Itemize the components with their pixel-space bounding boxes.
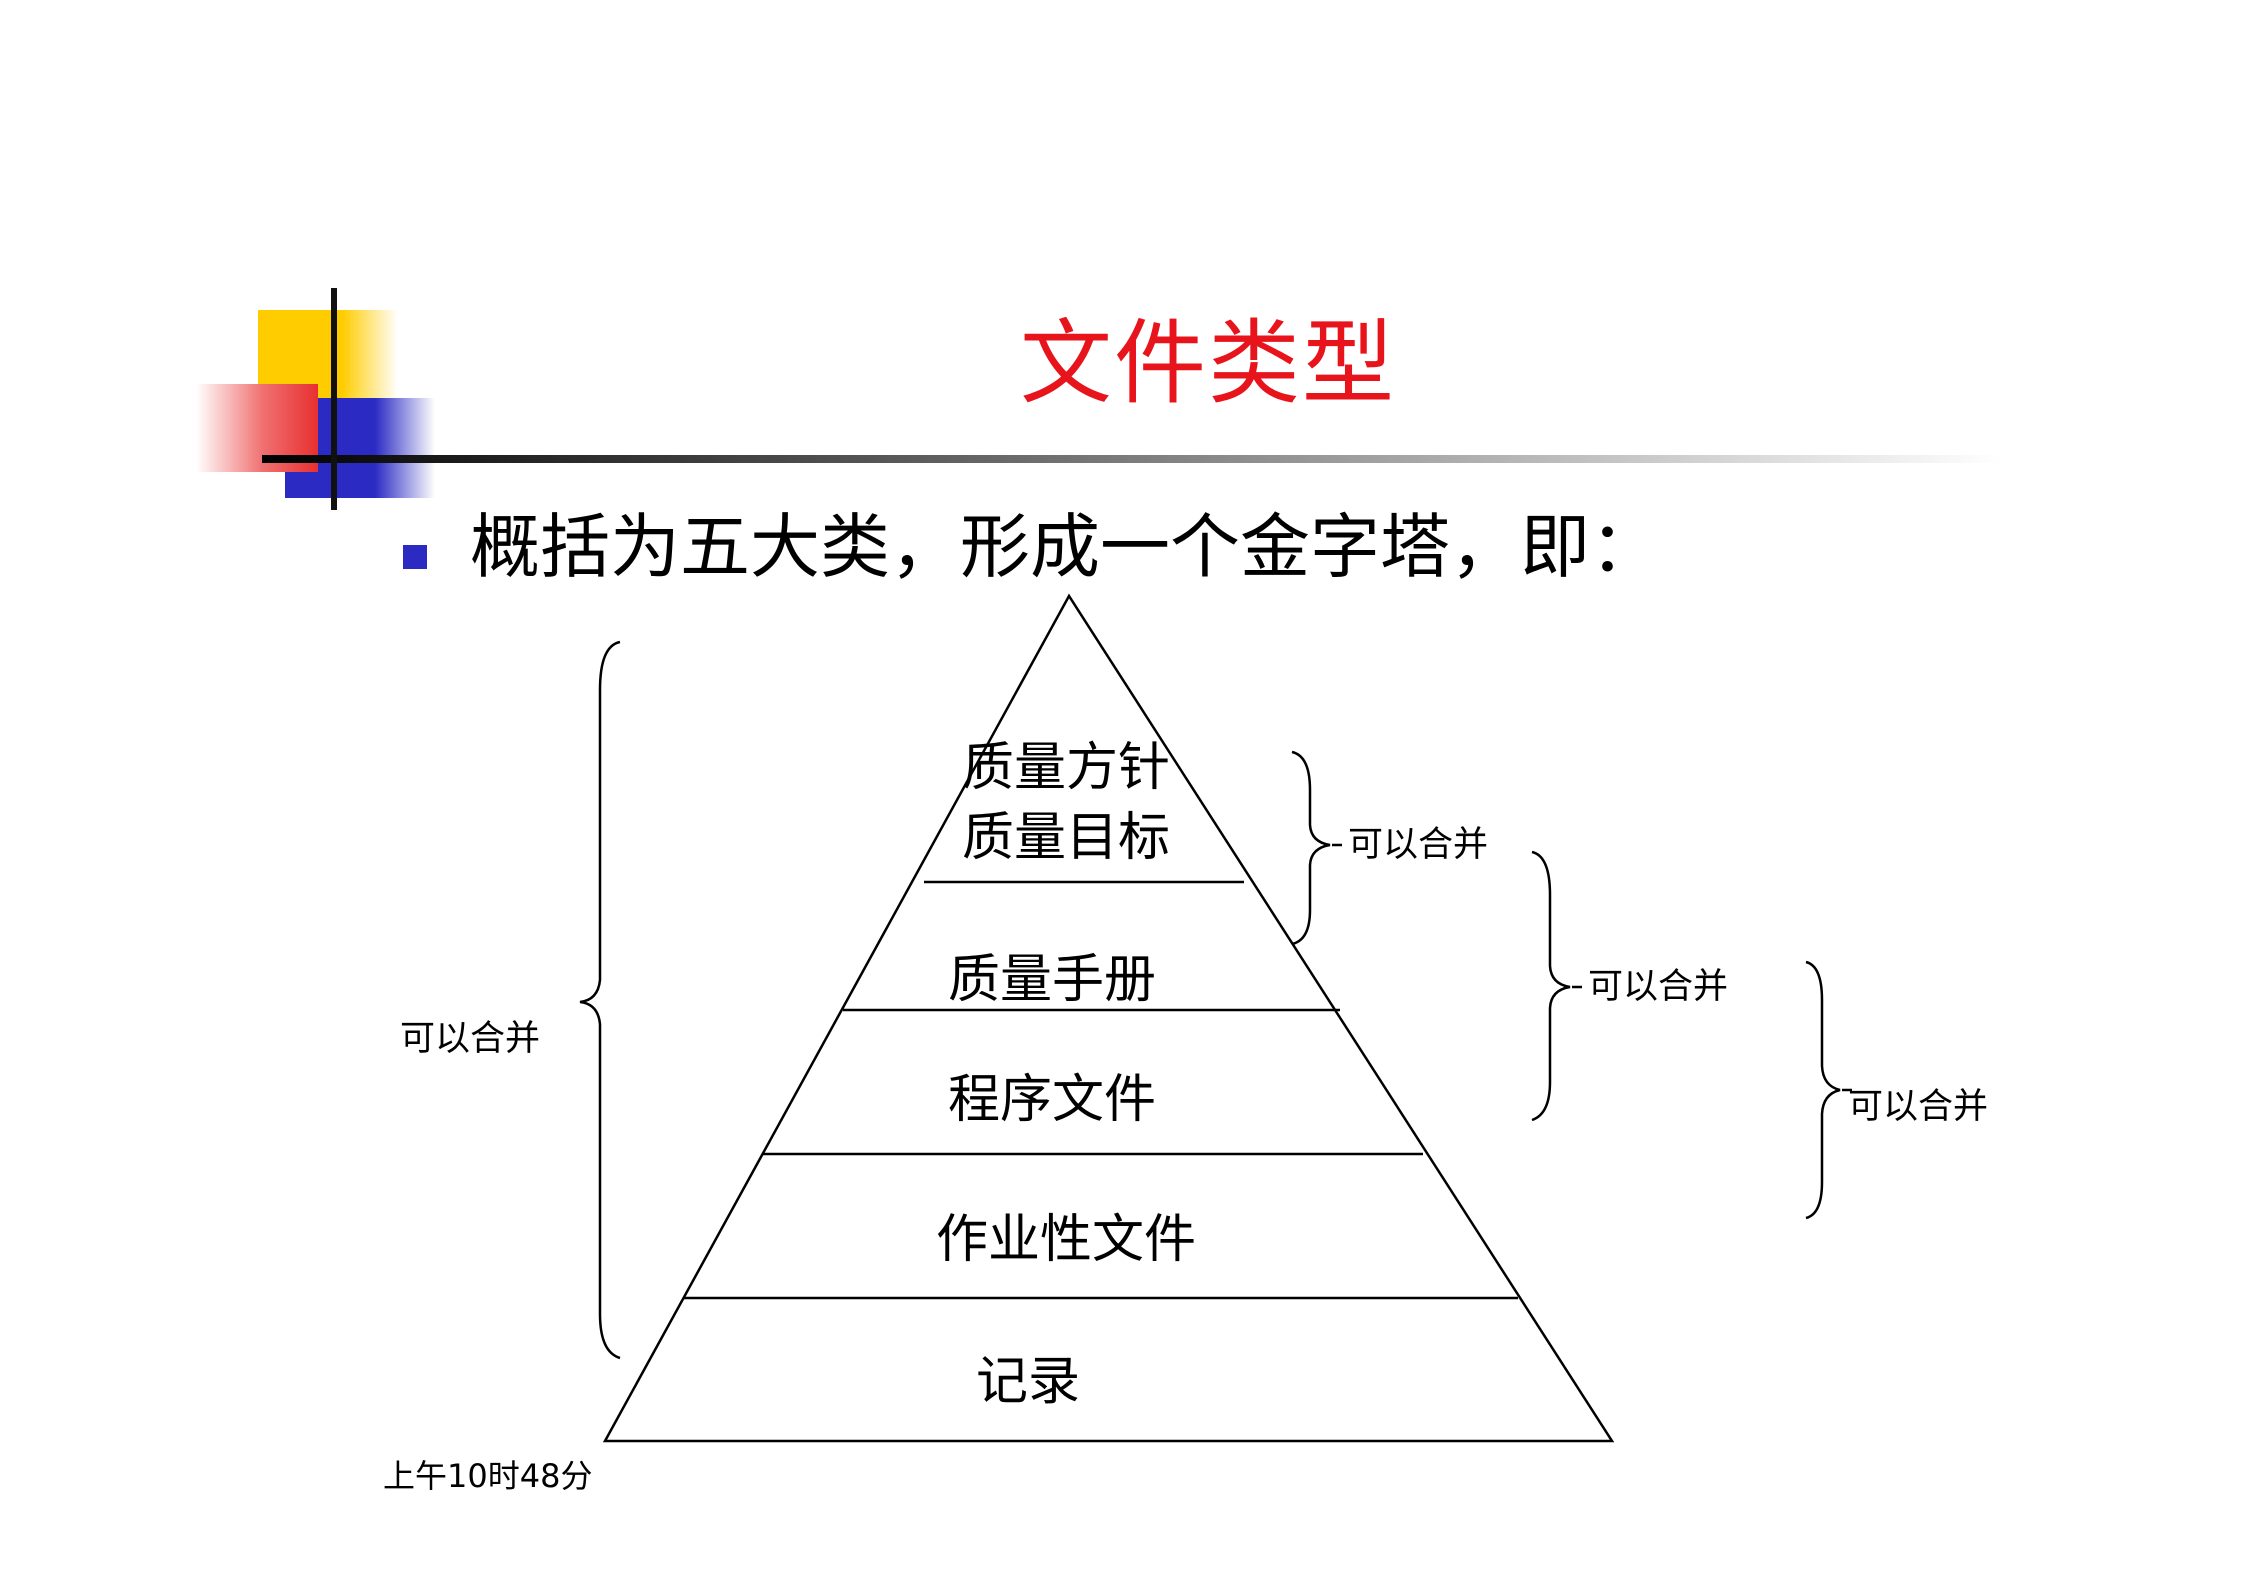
right-brace-2-note: 可以合并: [1588, 967, 1729, 1007]
bullet-square-icon: [403, 545, 427, 569]
left-brace-note: 可以合并: [400, 1019, 541, 1059]
tier-label-records: 记录: [976, 1352, 1081, 1412]
pyramid-outline: [602, 593, 1615, 1443]
right-brace-2: [1531, 850, 1571, 1122]
bullet-text: 概括为五大类，形成一个金字塔，即：: [470, 506, 1660, 588]
tier-label-procedures: 程序文件: [948, 1070, 1157, 1130]
vertical-rule: [331, 288, 337, 510]
left-brace: [579, 640, 621, 1360]
right-brace-1-note: 可以合并: [1348, 825, 1489, 865]
slide-timestamp: 上午10时48分: [383, 1457, 593, 1495]
right-brace-1: [1291, 750, 1331, 946]
right-brace-3: [1805, 960, 1841, 1220]
header-rule: [262, 455, 2002, 463]
tier-label-work-instructions: 作业性文件: [936, 1210, 1197, 1270]
tier-label-policy: 质量方针: [962, 738, 1171, 798]
slide-title: 文件类型: [1020, 310, 1397, 417]
tier-label-objectives: 质量目标: [962, 808, 1171, 868]
tier-label-manual: 质量手册: [948, 950, 1157, 1010]
right-brace-3-note: 可以合并: [1848, 1087, 1989, 1127]
